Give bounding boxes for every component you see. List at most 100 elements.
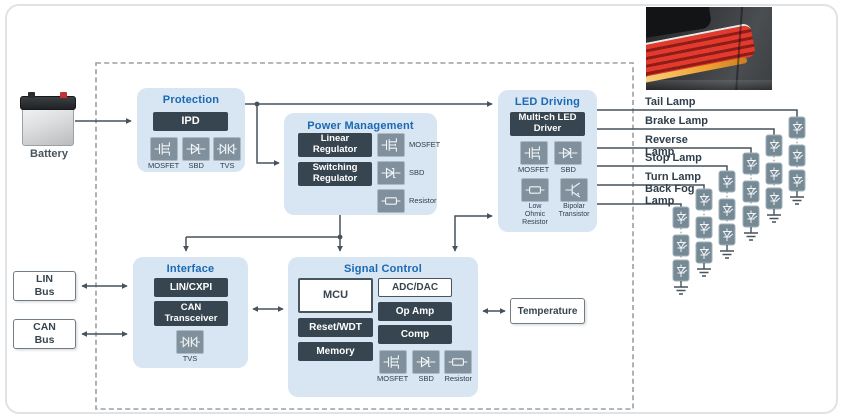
temperature-label: Temperature — [517, 305, 578, 317]
lamp-label-turn-lamp: Turn Lamp — [645, 171, 702, 183]
block-title: Signal Control — [344, 263, 422, 275]
mosfet-icon-cell: MOSFET — [148, 137, 179, 171]
lamp-label-reverse-lamp: Reverse Lamp — [645, 134, 688, 159]
resistor-icon — [377, 189, 405, 213]
dashed-boundary — [95, 62, 634, 410]
chip-mcu: MCU — [298, 278, 373, 313]
led-symbol — [699, 193, 711, 206]
resistor-icon-cell: Low Ohmic Resistor — [518, 178, 552, 227]
sbd-icon — [554, 141, 583, 165]
icon-label: MOSFET — [148, 161, 180, 170]
icon-label: TVS — [182, 354, 198, 363]
junction-dot — [254, 101, 260, 107]
led-symbol — [676, 211, 688, 224]
block-title: Interface — [166, 263, 215, 275]
chip-multich-led-driver: Multi-ch LED Driver — [510, 112, 585, 136]
lamp-wire — [595, 184, 705, 189]
mosfet-icon-cell: MOSFET — [518, 141, 549, 175]
led-chain — [595, 109, 806, 205]
ground-symbol — [744, 232, 758, 241]
resistor-icon — [521, 178, 549, 202]
resistor-icon — [444, 350, 473, 374]
can-bus-box: CAN Bus — [13, 319, 76, 349]
pm-icons: MOSFET SBD Resistor — [377, 133, 440, 213]
icon-label: MOSFET — [518, 165, 550, 174]
led-symbol — [746, 210, 758, 223]
icon-label: Low Ohmic Resistor — [522, 203, 548, 227]
lin-bus-label: LIN Bus — [34, 273, 55, 298]
led-symbol — [769, 139, 781, 152]
led-chain — [595, 147, 760, 241]
icon-label: MOSFET — [409, 139, 441, 149]
led-symbol — [722, 175, 734, 188]
lamp-wire — [595, 165, 728, 171]
chip-can-transceiver: CAN Transceiver — [154, 301, 228, 326]
block-interface: Interface LIN/CXPI CAN Transceiver TVS — [133, 257, 248, 368]
icon-label: Resistor — [409, 195, 437, 205]
icon-label: TVS — [219, 161, 235, 170]
bjt-icon — [560, 178, 588, 202]
icon-label: SBD — [409, 167, 425, 177]
sbd-icon-cell: SBD — [377, 161, 440, 185]
led-icons-row2: Low Ohmic Resistor Bipolar Transistor — [518, 178, 591, 227]
mosfet-icon-cell: MOSFET — [377, 350, 408, 384]
chip-memory: Memory — [298, 342, 373, 361]
tail-lamp-photo — [646, 7, 772, 90]
icon-label: Resistor — [444, 374, 472, 383]
led-symbol — [792, 174, 804, 187]
icon-label: Bipolar Transistor — [558, 203, 590, 219]
block-title: Protection — [162, 94, 220, 106]
sbd-icon-cell: SBD — [412, 350, 441, 384]
block-power-management: Power Management Linear Regulator Switch… — [284, 113, 440, 215]
icon-label: SBD — [188, 161, 204, 170]
led-symbol — [722, 203, 734, 216]
lamp-label-tail-lamp: Tail Lamp — [645, 96, 696, 108]
ground-symbol — [790, 196, 804, 205]
led-symbol — [769, 192, 781, 205]
temperature-box: Temperature — [510, 298, 585, 324]
lamp-wire — [595, 147, 752, 153]
tvs-icon-cell: TVS — [176, 330, 204, 364]
wire-branch-pm — [256, 104, 280, 166]
junction-dot — [337, 234, 343, 240]
mosfet-icon — [378, 350, 407, 374]
led-chain — [595, 203, 690, 295]
icon-label: MOSFET — [377, 374, 409, 383]
block-signal-control: Signal Control MCU Reset/WDT Memory ADC/… — [288, 257, 478, 397]
chip-linear-regulator: Linear Regulator — [298, 133, 372, 157]
led-chain — [595, 128, 783, 223]
led-symbol — [746, 185, 758, 198]
led-icons-row1: MOSFET SBD — [518, 141, 583, 175]
lamp-wire — [595, 128, 775, 135]
sbd-icon — [412, 350, 441, 374]
lamp-wire — [595, 203, 682, 207]
chip-adc-dac: ADC/DAC — [378, 278, 452, 297]
sbd-icon — [182, 137, 211, 161]
ground-symbol — [767, 214, 781, 223]
led-symbol — [792, 121, 804, 134]
tvs-icon-cell: TVS — [213, 137, 242, 171]
battery-illustration — [20, 92, 78, 148]
led-symbol — [699, 221, 711, 234]
led-symbol — [676, 264, 688, 277]
sbd-icon-cell: SBD — [554, 141, 583, 175]
chip-reset-wdt: Reset/WDT — [298, 318, 373, 337]
led-chain — [595, 184, 713, 277]
sbd-icon — [377, 161, 405, 185]
can-bus-label: CAN Bus — [33, 321, 56, 346]
chip-switching-regulator: Switching Regulator — [298, 162, 372, 186]
lamp-label-brake-lamp: Brake Lamp — [645, 115, 708, 127]
chip-op-amp: Op Amp — [378, 302, 452, 321]
ground-symbol — [697, 268, 711, 277]
mosfet-icon-cell: MOSFET — [377, 133, 440, 157]
wire-pm-split — [186, 215, 341, 238]
ground-symbol — [674, 286, 688, 295]
battery-label: Battery — [30, 148, 68, 160]
resistor-icon-cell: Resistor — [377, 189, 440, 213]
lin-bus-box: LIN Bus — [13, 271, 76, 301]
mosfet-icon — [377, 133, 405, 157]
led-symbol — [769, 167, 781, 180]
